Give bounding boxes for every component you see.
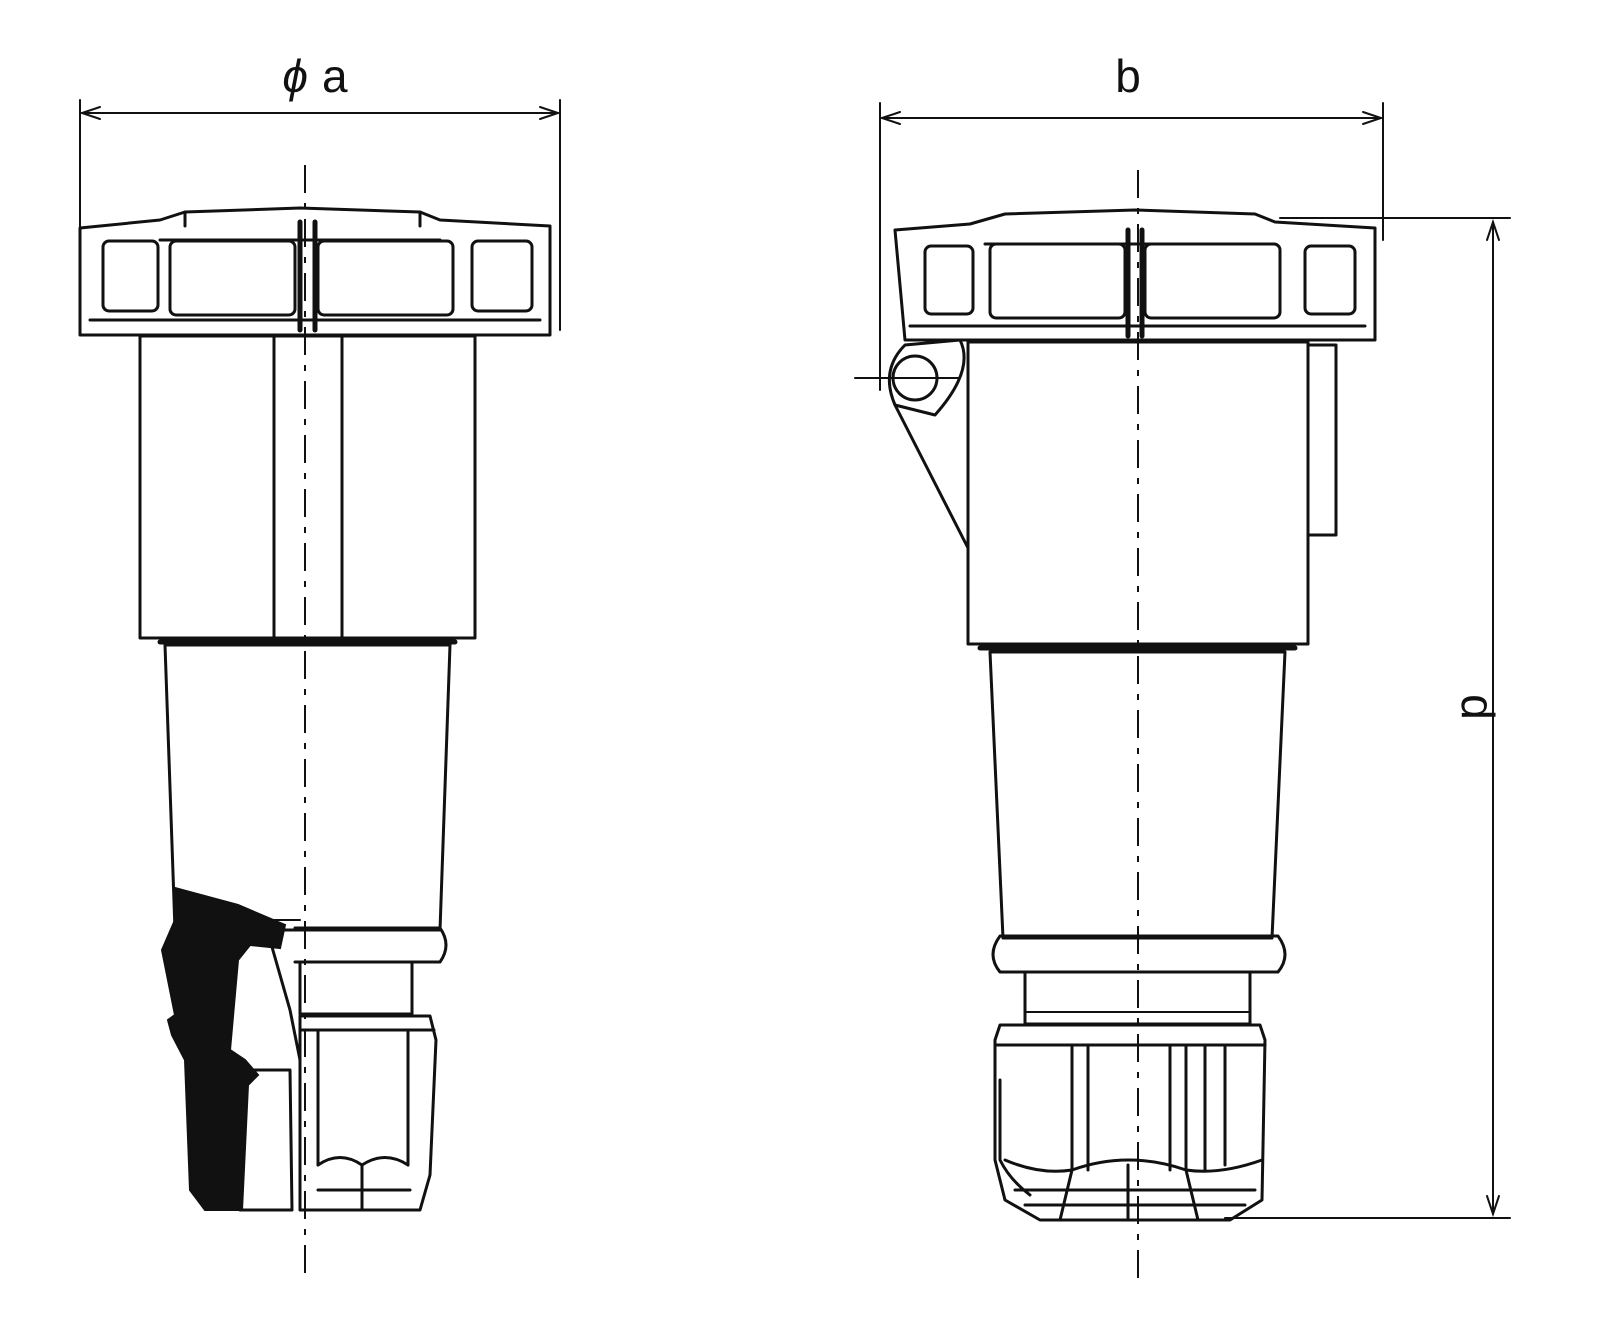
dimension-d-label: d [1452,694,1504,720]
upper-body-right [966,340,1338,651]
upper-body [138,334,477,645]
dimension-a: ϕ a [78,50,562,331]
collar-ring [293,926,448,1016]
hinge-lug [854,338,970,550]
cap-nut-right [893,208,1377,342]
dimension-b: b [878,50,1385,391]
right-view: b d [854,50,1511,1280]
dimension-d: d [1224,217,1511,1219]
dimension-a-label: a [322,50,348,102]
cable-gland-right [993,1023,1267,1222]
left-view: ϕ a [78,50,562,1275]
cap-nut [78,206,552,337]
cable-gland [298,1014,438,1212]
lower-body [163,643,452,932]
section-hatch [160,886,302,1212]
dimension-b-label: b [1115,50,1141,102]
lower-body-right [988,650,1287,940]
diameter-symbol: ϕ [282,50,308,102]
